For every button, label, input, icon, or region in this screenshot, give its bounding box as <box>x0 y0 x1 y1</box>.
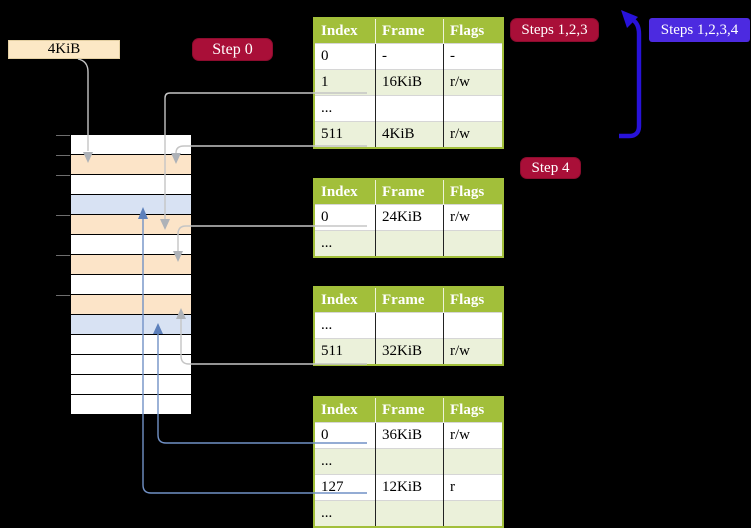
table-cell: 1 <box>314 69 376 96</box>
table-cell: 12KiB <box>375 474 444 501</box>
table-cell <box>375 448 444 475</box>
frame-4kib-label: 4KiB <box>8 40 120 59</box>
table-cell: r <box>443 474 503 501</box>
table-row: ... <box>314 95 503 122</box>
memory-frame-row <box>71 275 191 295</box>
physical-memory-stack <box>70 134 192 415</box>
memory-address-tick <box>56 255 70 256</box>
memory-address-tick <box>56 135 70 136</box>
column-header: Flags <box>443 287 503 313</box>
table-cell: r/w <box>443 422 503 449</box>
table-row: ... <box>314 312 503 339</box>
table-row: ... <box>314 448 503 475</box>
table-cell <box>375 95 444 122</box>
table-cell: 0 <box>314 43 376 70</box>
table-cell: 16KiB <box>375 69 444 96</box>
table-cell <box>375 312 444 339</box>
recursive-loop-arrow <box>619 10 642 139</box>
table-cell: ... <box>314 500 376 527</box>
badge-step-4: Step 4 <box>521 158 580 178</box>
table-cell: r/w <box>443 121 503 148</box>
table-cell: ... <box>314 312 376 339</box>
table-cell <box>443 230 503 257</box>
table-cell: 32KiB <box>375 338 444 365</box>
table-cell: ... <box>314 448 376 475</box>
badge-steps-1-2-3-4: Steps 1,2,3,4 <box>649 18 750 42</box>
memory-frame-row <box>71 315 191 335</box>
table-cell: ... <box>314 230 376 257</box>
table-cell: r/w <box>443 338 503 365</box>
table-cell <box>443 95 503 122</box>
memory-address-tick <box>56 215 70 216</box>
table-cell: r/w <box>443 69 503 96</box>
table-cell: - <box>443 43 503 70</box>
column-header: Frame <box>375 287 444 313</box>
table-row: 0-- <box>314 43 503 70</box>
table-cell: - <box>375 43 444 70</box>
column-header: Frame <box>375 397 444 423</box>
column-header: Index <box>314 397 376 423</box>
memory-frame-row <box>71 375 191 395</box>
memory-address-tick <box>56 295 70 296</box>
column-header: Frame <box>375 18 444 44</box>
table-row: ... <box>314 230 503 257</box>
table-cell <box>375 230 444 257</box>
table-cell: 36KiB <box>375 422 444 449</box>
table-cell <box>443 500 503 527</box>
table-cell: 0 <box>314 204 376 231</box>
memory-address-tick <box>56 155 70 156</box>
table-cell: r/w <box>443 204 503 231</box>
column-header: Index <box>314 179 376 205</box>
column-header: Index <box>314 18 376 44</box>
memory-frame-row <box>71 355 191 375</box>
table-cell: 511 <box>314 338 376 365</box>
memory-address-tick <box>56 175 70 176</box>
badge-step-0: Step 0 <box>193 39 272 60</box>
table-cell <box>375 500 444 527</box>
table-cell: 24KiB <box>375 204 444 231</box>
badge-steps-1-2-3: Steps 1,2,3 <box>511 19 598 41</box>
memory-frame-row <box>71 235 191 255</box>
table-cell <box>443 448 503 475</box>
table-cell: 4KiB <box>375 121 444 148</box>
memory-frame-row <box>71 215 191 235</box>
memory-frame-row <box>71 335 191 355</box>
memory-frame-row <box>71 295 191 315</box>
table-cell: 0 <box>314 422 376 449</box>
memory-frame-row <box>71 135 191 155</box>
column-header: Flags <box>443 179 503 205</box>
memory-frame-row <box>71 195 191 215</box>
table-cell: 511 <box>314 121 376 148</box>
table-cell: ... <box>314 95 376 122</box>
memory-frame-row <box>71 155 191 175</box>
table-cell: 127 <box>314 474 376 501</box>
memory-frame-row <box>71 395 191 414</box>
memory-frame-row <box>71 175 191 195</box>
column-header: Frame <box>375 179 444 205</box>
column-header: Index <box>314 287 376 313</box>
table-row: ... <box>314 500 503 527</box>
table-cell <box>443 312 503 339</box>
column-header: Flags <box>443 397 503 423</box>
column-header: Flags <box>443 18 503 44</box>
memory-frame-row <box>71 255 191 275</box>
